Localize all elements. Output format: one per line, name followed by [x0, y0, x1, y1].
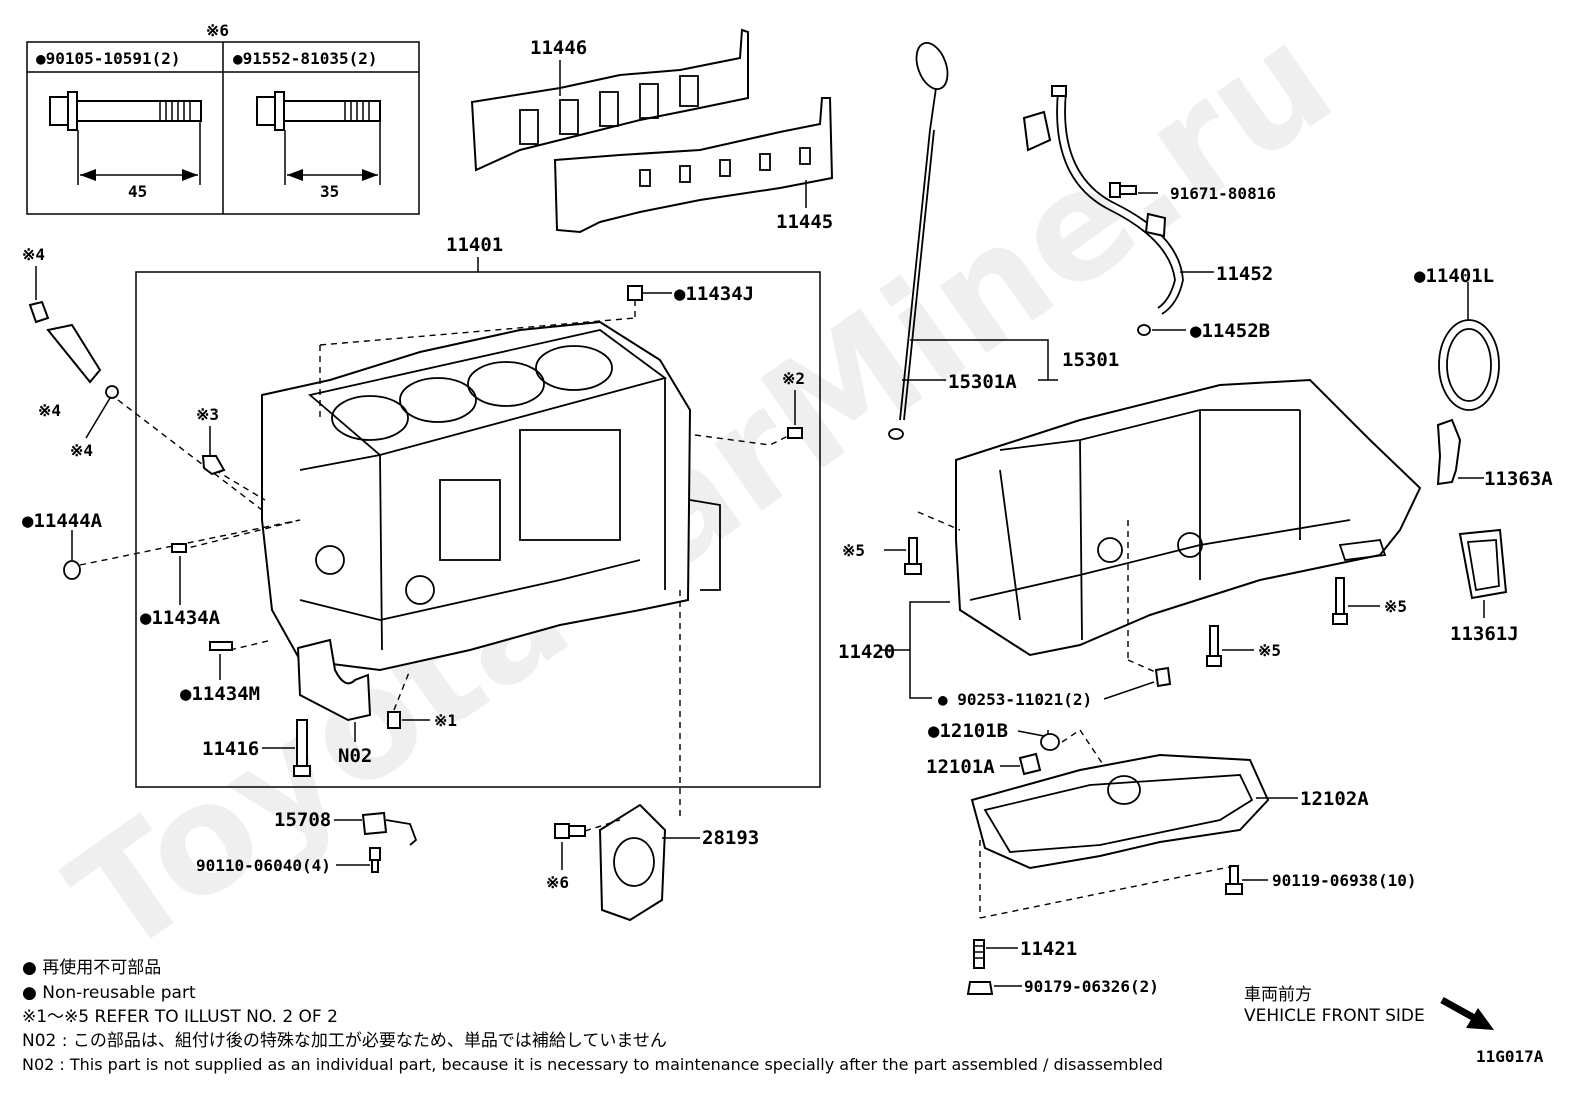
bolt-ref5-bottom	[1206, 625, 1222, 667]
n02-note-jp: N02 : この部品は、組付け後の特殊な加工が必要なため、単品では補給していませ…	[22, 1031, 667, 1051]
mark-ref3: ※3	[196, 405, 219, 424]
cylinder-block	[261, 320, 721, 672]
oil-pan-12102a	[970, 753, 1270, 870]
bolt-91671	[1109, 182, 1137, 198]
label-11434j: ●11434J	[674, 283, 754, 305]
block-assembly-frame	[135, 271, 821, 788]
stiffener-11446	[470, 28, 749, 172]
bolt-inset: ※6 ●90105-10591(2) ●91552-81035(2) 45	[26, 21, 420, 215]
mark-ref4-bot: ※4	[70, 441, 93, 460]
legend-jp: ● 再使用不可部品	[22, 957, 161, 978]
stud-11421	[973, 939, 985, 969]
sensor-ref4	[28, 300, 119, 399]
mark-ref4-top: ※4	[22, 245, 45, 264]
oil-jet-15708	[361, 811, 418, 846]
nut-90179	[966, 981, 994, 995]
oring-11444a	[63, 560, 81, 580]
label-12101b: ●12101B	[928, 720, 1008, 742]
label-11420: 11420	[838, 641, 895, 663]
bolt-ref5-right	[1332, 577, 1348, 625]
label-91671: 91671-80816	[1170, 184, 1276, 203]
pin-ref1	[387, 711, 401, 729]
front-arrow-icon	[1440, 996, 1494, 1030]
label-15301: 15301	[1062, 349, 1119, 371]
n02-note-en: N02 : This part is not supplied as an in…	[22, 1055, 1163, 1074]
label-11445: 11445	[776, 211, 833, 233]
flange-bolt-icon	[256, 91, 381, 185]
mark-ref1: ※1	[434, 711, 457, 730]
label-11416: 11416	[202, 738, 259, 760]
bolt-11416	[293, 719, 311, 777]
label-90253: ● 90253-11021(2)	[938, 690, 1092, 709]
label-11401: 11401	[446, 234, 503, 256]
label-15708: 15708	[274, 809, 331, 831]
refer-note: ※1～※5 REFER TO ILLUST NO. 2 OF 2	[22, 1007, 338, 1027]
mark-ref6: ※6	[546, 873, 569, 892]
legend-en: ● Non-reusable part	[22, 983, 196, 1003]
direction-jp: 車両前方	[1244, 985, 1312, 1005]
label-11452: 11452	[1216, 263, 1273, 285]
plate-11363a	[1436, 418, 1462, 486]
gasket-11361j	[1458, 528, 1508, 600]
pin-11434m	[209, 641, 233, 651]
mark-ref2: ※2	[782, 369, 805, 388]
pin-11434a	[171, 543, 187, 553]
inset-right-dimension: 35	[320, 182, 339, 201]
mark-ref5-right: ※5	[1384, 597, 1407, 616]
label-11434m: ●11434M	[180, 683, 260, 705]
figure-code: 11G017A	[1476, 1047, 1544, 1066]
bolt-ref6	[554, 823, 586, 839]
label-90110: 90110-06040(4)	[196, 856, 331, 875]
mark-ref4-mid: ※4	[38, 401, 61, 420]
label-11434a: ●11434A	[140, 607, 221, 629]
inset-mark: ※6	[206, 21, 229, 40]
inset-left-dimension: 45	[128, 182, 147, 201]
label-11421: 11421	[1020, 938, 1077, 960]
bearing-cap-n02	[296, 638, 372, 722]
label-n02: N02	[338, 745, 372, 767]
crankcase-11420	[955, 378, 1422, 657]
label-11361j: 11361J	[1450, 623, 1519, 645]
pin-90253	[1154, 666, 1172, 688]
oring-11452b	[1137, 324, 1151, 336]
direction-en: VEHICLE FRONT SIDE	[1244, 1006, 1425, 1026]
inset-left-header: ●90105-10591(2)	[36, 49, 181, 68]
label-11446: 11446	[530, 37, 587, 59]
label-12101a: 12101A	[926, 756, 995, 778]
plug-ref3	[201, 455, 226, 476]
bolt-90119	[1225, 865, 1243, 895]
gauge-guide-11452	[1022, 85, 1184, 315]
stiffener-11445	[553, 97, 834, 234]
label-12102a: 12102A	[1300, 788, 1369, 810]
drain-plug-12101a	[1018, 752, 1042, 776]
inset-right-header: ●91552-81035(2)	[233, 49, 378, 68]
oil-seal-11401l	[1438, 319, 1500, 411]
label-11452b: ●11452B	[1190, 320, 1270, 342]
dipstick-15301	[888, 42, 949, 440]
gasket-28193	[598, 803, 667, 922]
mark-ref5-left: ※5	[842, 541, 865, 560]
label-28193: 28193	[702, 827, 759, 849]
gasket-12101b	[1040, 733, 1060, 751]
label-90179: 90179-06326(2)	[1024, 977, 1159, 996]
label-15301a: 15301A	[948, 371, 1017, 393]
pin-ref2	[787, 427, 803, 439]
label-11363a: 11363A	[1484, 468, 1553, 490]
dowel-pin-11434j	[627, 285, 643, 301]
flange-bolt-icon	[49, 91, 202, 185]
bolt-ref5-left	[904, 537, 922, 575]
mark-ref5-bottom: ※5	[1258, 641, 1281, 660]
label-11401l: ●11401L	[1414, 265, 1494, 287]
label-90119: 90119-06938(10)	[1272, 871, 1417, 890]
bolt-90110	[369, 847, 381, 873]
label-11444a: ●11444A	[22, 510, 103, 532]
